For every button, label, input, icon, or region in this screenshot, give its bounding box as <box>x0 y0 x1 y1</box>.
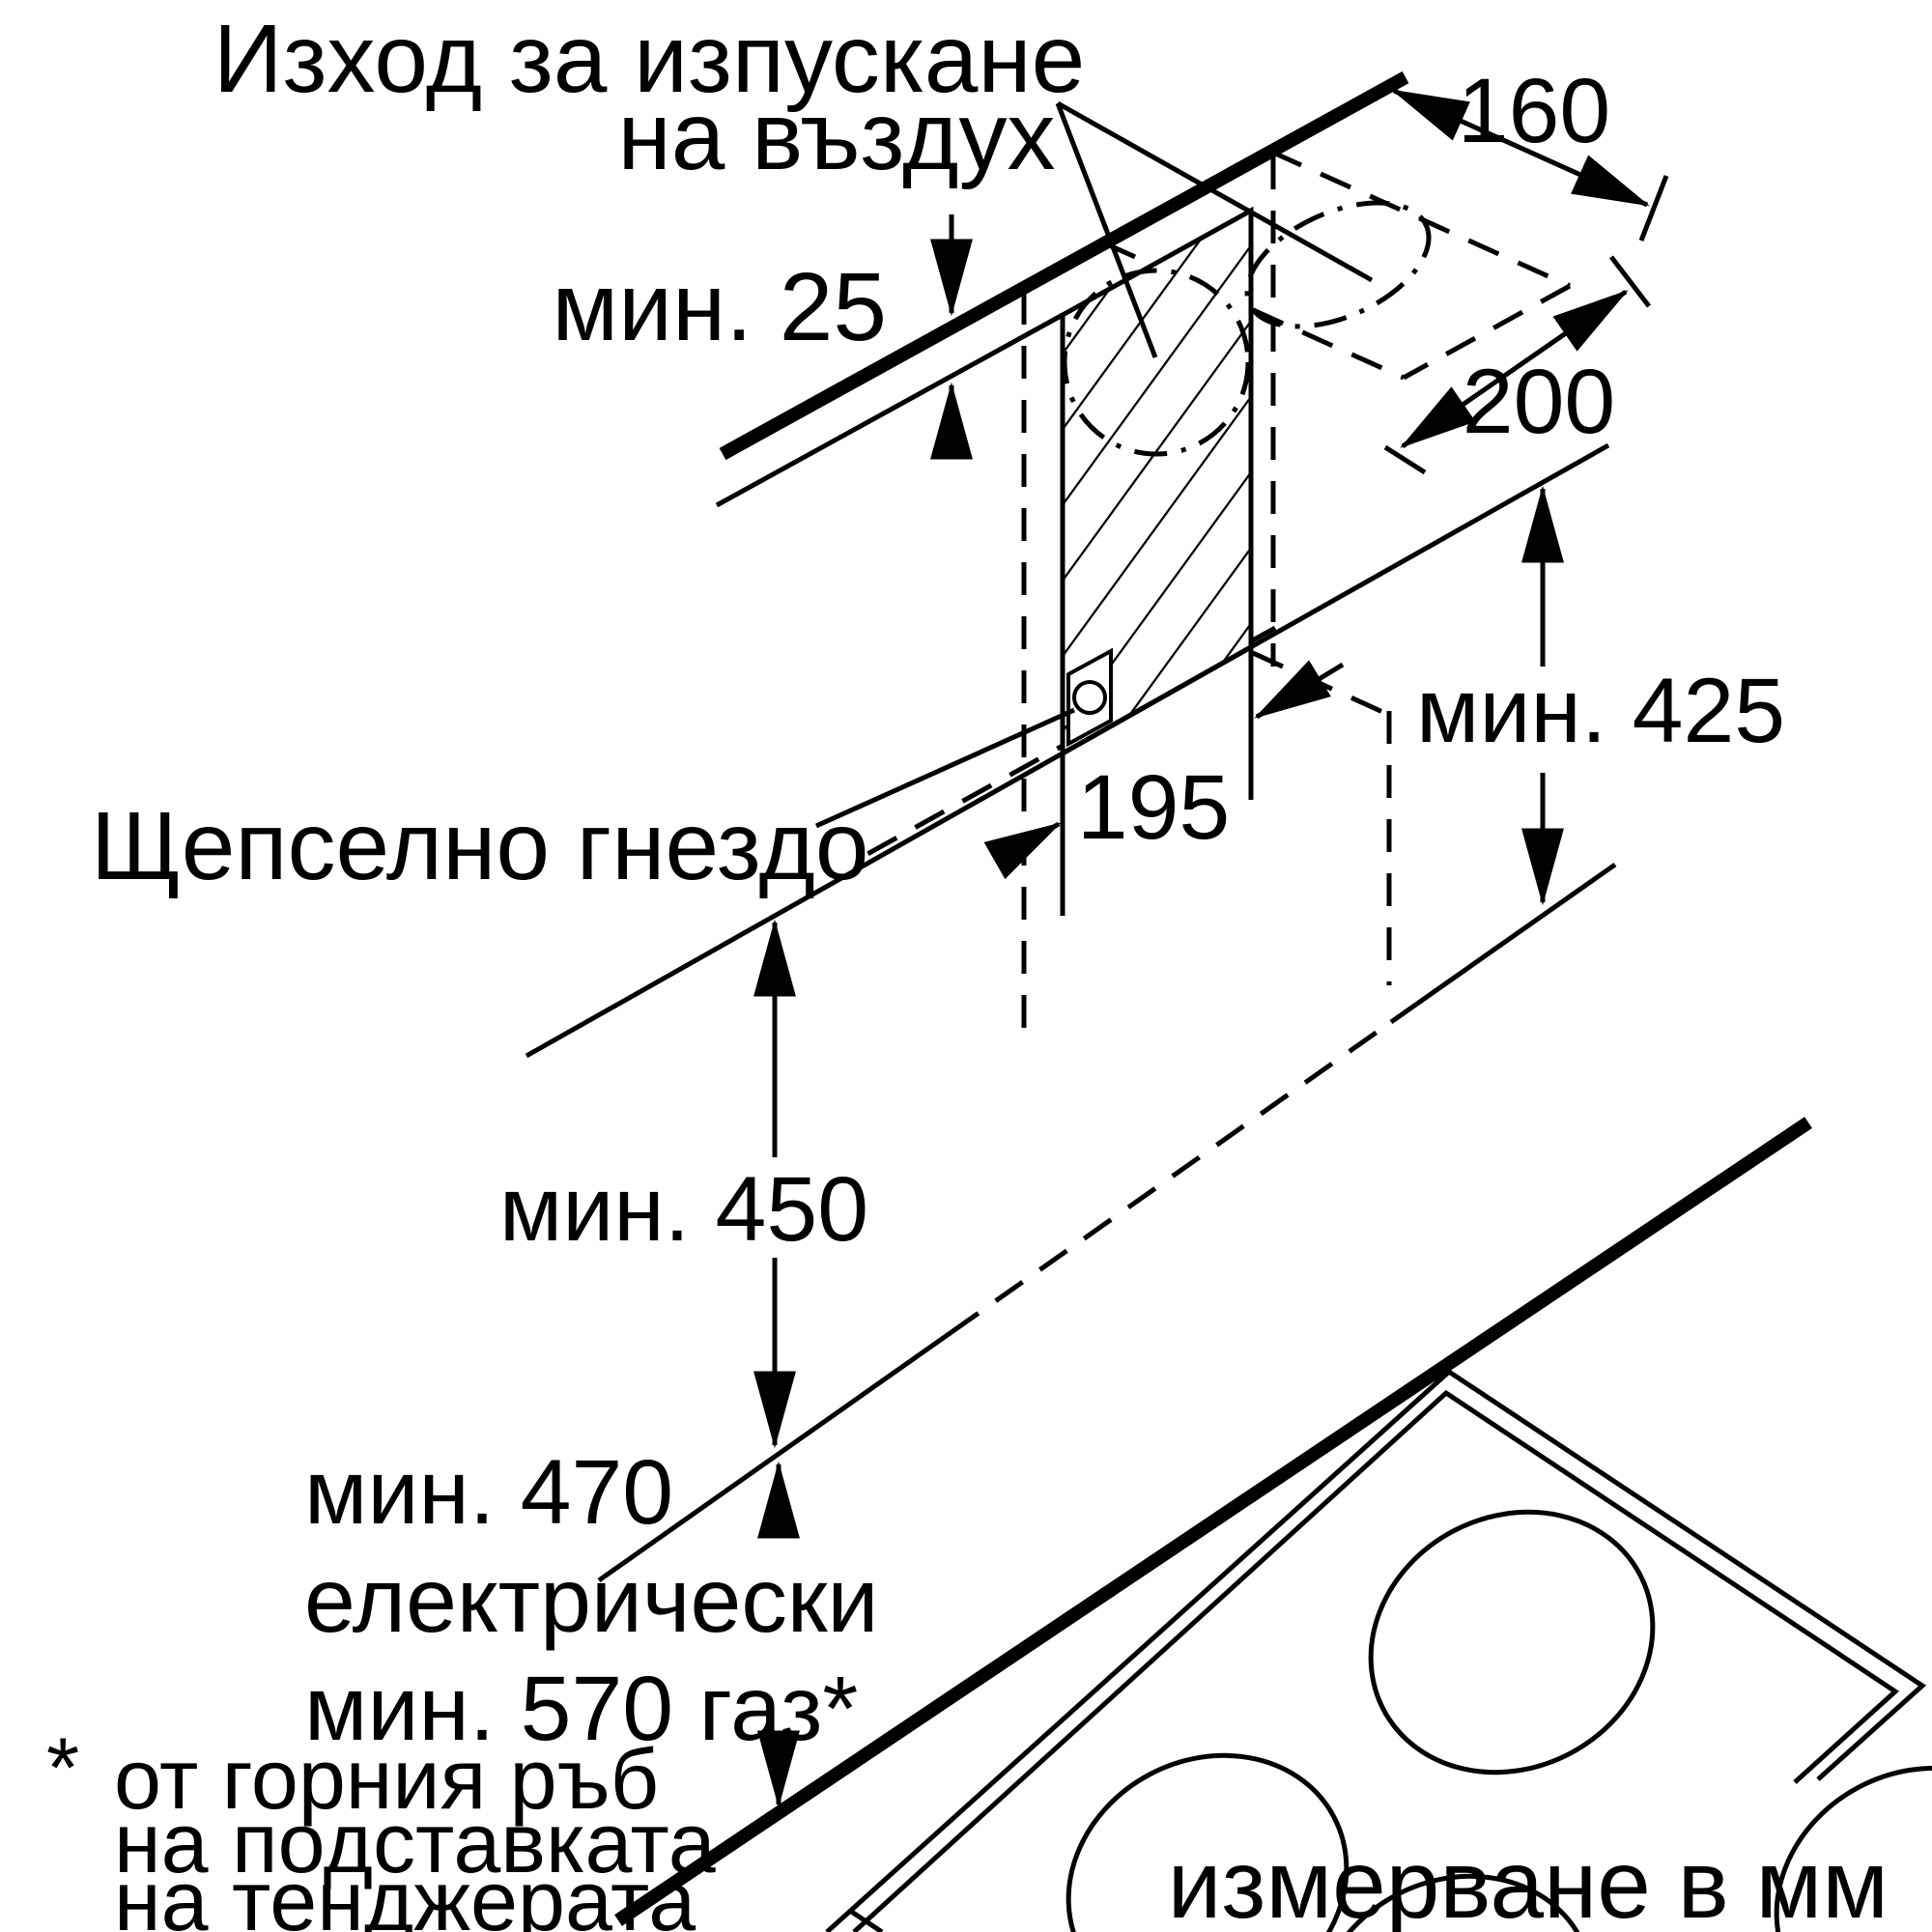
dimension-arrows <box>753 88 1669 1808</box>
footnote-line3: на тенджерата <box>114 1853 696 1932</box>
cooktop-left-corner-edge <box>848 1908 884 1932</box>
ceiling-line <box>719 71 1409 461</box>
dim-min25-label: мин. 25 <box>552 253 887 361</box>
dim-200-tick-lower <box>1383 444 1427 475</box>
title-line1: Изход за изпускане <box>213 5 1086 113</box>
footnote-line1: от горния ръб <box>114 1731 659 1827</box>
socket-pointer <box>814 707 1076 829</box>
dim-200-label: 200 <box>1463 351 1616 453</box>
dim-195-label: 195 <box>1077 756 1231 859</box>
dim-160-label: 160 <box>1458 60 1611 162</box>
dim-470-electric-word: електрически <box>304 1549 878 1652</box>
outlet-pointer-top <box>1056 100 1374 283</box>
dim-200-tick-upper <box>1609 255 1651 308</box>
burner-right <box>1774 1765 1932 1932</box>
burner-bottom <box>1312 1873 1596 1932</box>
cooktop <box>825 1368 1932 1932</box>
mounting-plate <box>1060 206 1254 758</box>
diagram-texts: Изход за изпускане на въздух мин. 25 160… <box>46 5 1889 1932</box>
cooktop-outer-border <box>825 1368 1927 1932</box>
dim-425-label: мин. 425 <box>1416 660 1785 762</box>
burner-left <box>1065 1752 1350 1932</box>
rear-air-outlet-circle <box>1062 268 1251 457</box>
cooktop-inner-border <box>852 1389 1900 1932</box>
dim-450-label: мин. 450 <box>499 1158 868 1261</box>
dim-200-arrow <box>1400 289 1629 449</box>
top-air-outlet-circle <box>1244 200 1432 329</box>
dim-195-arrow-left <box>983 821 1062 880</box>
dim-470-label: мин. 470 <box>304 1441 673 1544</box>
footnote-line2: на подставката <box>114 1795 716 1890</box>
dim-160-arrow <box>1390 88 1651 208</box>
burner-top <box>1368 1509 1656 1776</box>
footnote-marker: * <box>46 1719 79 1815</box>
dim-160-tick <box>1638 175 1669 242</box>
hob-level-line <box>614 1117 1812 1926</box>
socket-hole-icon <box>1072 680 1107 715</box>
hood-bottom-line-right <box>1389 862 1617 1025</box>
outlet-pointer-rear <box>1055 102 1158 358</box>
hood-top-reference-line <box>525 442 1610 1059</box>
socket-label: Щепселно гнездо <box>91 792 869 900</box>
dim-570-gas-label: мин. 570 газ* <box>304 1658 858 1760</box>
units-note: измерване в мм <box>1168 1831 1889 1932</box>
structure-lines <box>525 71 1812 1926</box>
chimney-top-line <box>715 312 1065 508</box>
hood-body-top-hidden-segment <box>950 1019 1393 1335</box>
dim-195-arrow-right <box>1254 660 1345 720</box>
hood-bottom-line-left <box>597 1329 953 1583</box>
title-line2: на въздух <box>618 82 1056 190</box>
